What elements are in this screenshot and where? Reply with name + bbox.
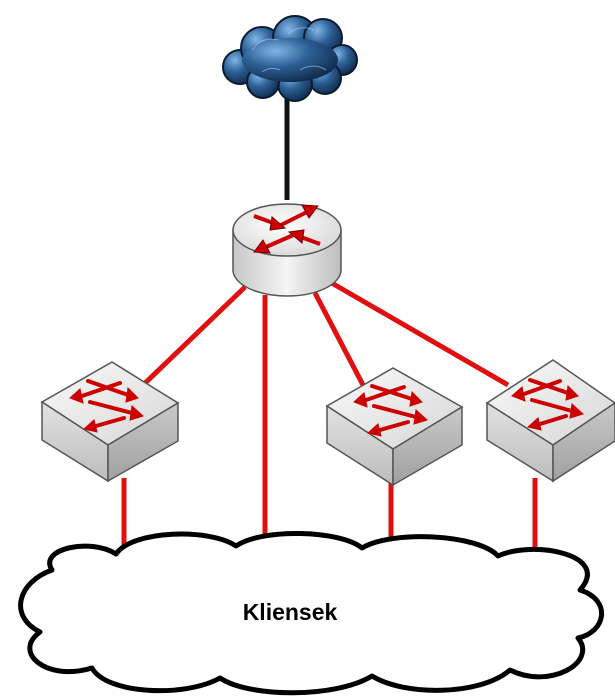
router-icon [232,203,342,297]
switch-icon-3 [485,359,615,483]
switch-icon-1 [40,361,180,483]
internet-cloud-icon [222,15,358,102]
link-router-switch-1 [138,285,247,390]
client-cloud: Kliensek [18,531,604,696]
link-router-switch-2 [312,291,366,387]
switch-icon-2 [325,367,464,487]
client-cloud-label: Kliensek [243,599,338,625]
client-cloud-outline [18,531,604,696]
link-router-switch-3 [328,279,510,388]
links [121,90,538,562]
